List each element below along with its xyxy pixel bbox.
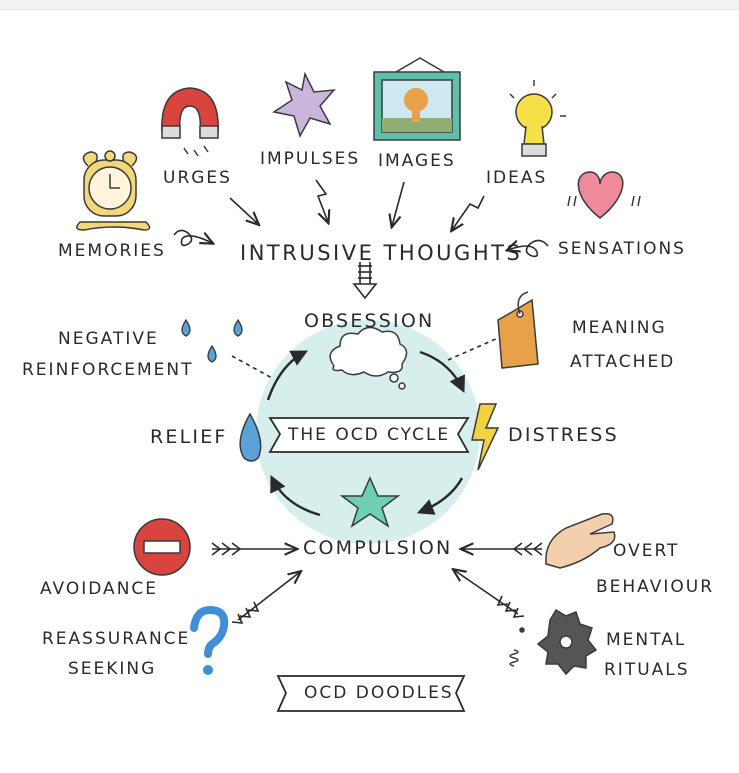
clock-icon (76, 150, 151, 231)
label-rituals: RITUALS (604, 660, 690, 680)
label-negative: NEGATIVE (58, 329, 159, 349)
no-entry-icon (133, 518, 191, 576)
label-ideas: IDEAS (486, 168, 548, 188)
label-memories: MEMORIES (58, 241, 166, 261)
label-images: IMAGES (378, 151, 456, 171)
down-arrow (352, 262, 378, 300)
label-meaning: MEANING (572, 318, 667, 338)
question-mark-icon (190, 605, 229, 675)
lightning-icon (471, 403, 500, 471)
label-overt: OVERT (613, 541, 680, 561)
lightbulb-icon (509, 80, 566, 157)
compulsion-arrows (211, 543, 543, 624)
raindrop-icon (239, 412, 262, 462)
label-distress: DISTRESS (508, 424, 619, 446)
cloud-icon (329, 326, 408, 390)
heart-icon (567, 171, 641, 219)
label-avoidance: AVOIDANCE (40, 579, 159, 599)
picture-frame-icon (373, 57, 461, 141)
star-icon (272, 71, 336, 138)
label-seeking: SEEKING (68, 659, 157, 679)
label-obsession: OBSESSION (304, 310, 435, 332)
label-cycle-banner: THE OCD CYCLE (288, 425, 451, 445)
label-reinforcement: REINFORCEMENT (22, 360, 194, 380)
label-sensations: SENSATIONS (558, 239, 686, 259)
tag-icon (497, 291, 539, 369)
gear-icon (509, 608, 598, 676)
raindrops-icon (181, 318, 243, 363)
label-attached: ATTACHED (570, 352, 676, 372)
label-footer-banner: OCD DOODLES (304, 683, 454, 703)
footer-banner (276, 675, 466, 712)
cycle-arrows (266, 350, 465, 517)
label-mental: MENTAL (606, 630, 687, 650)
label-compulsion: COMPULSION (303, 537, 453, 559)
cycle-banner (268, 417, 470, 453)
star-filled-icon (339, 476, 401, 528)
top-divider (0, 0, 739, 10)
label-intrusive-thoughts: INTRUSIVE THOUGHTS (240, 241, 523, 265)
label-impulses: IMPULSES (260, 149, 361, 169)
label-reassurance: REASSURANCE (42, 629, 191, 649)
label-behaviour: BEHAVIOUR (596, 577, 715, 597)
hand-icon (545, 512, 616, 569)
label-relief: RELIEF (150, 426, 228, 448)
dashed-connectors (231, 337, 499, 379)
magnet-icon (161, 87, 219, 157)
source-arrows (173, 179, 549, 258)
label-urges: URGES (163, 168, 232, 188)
